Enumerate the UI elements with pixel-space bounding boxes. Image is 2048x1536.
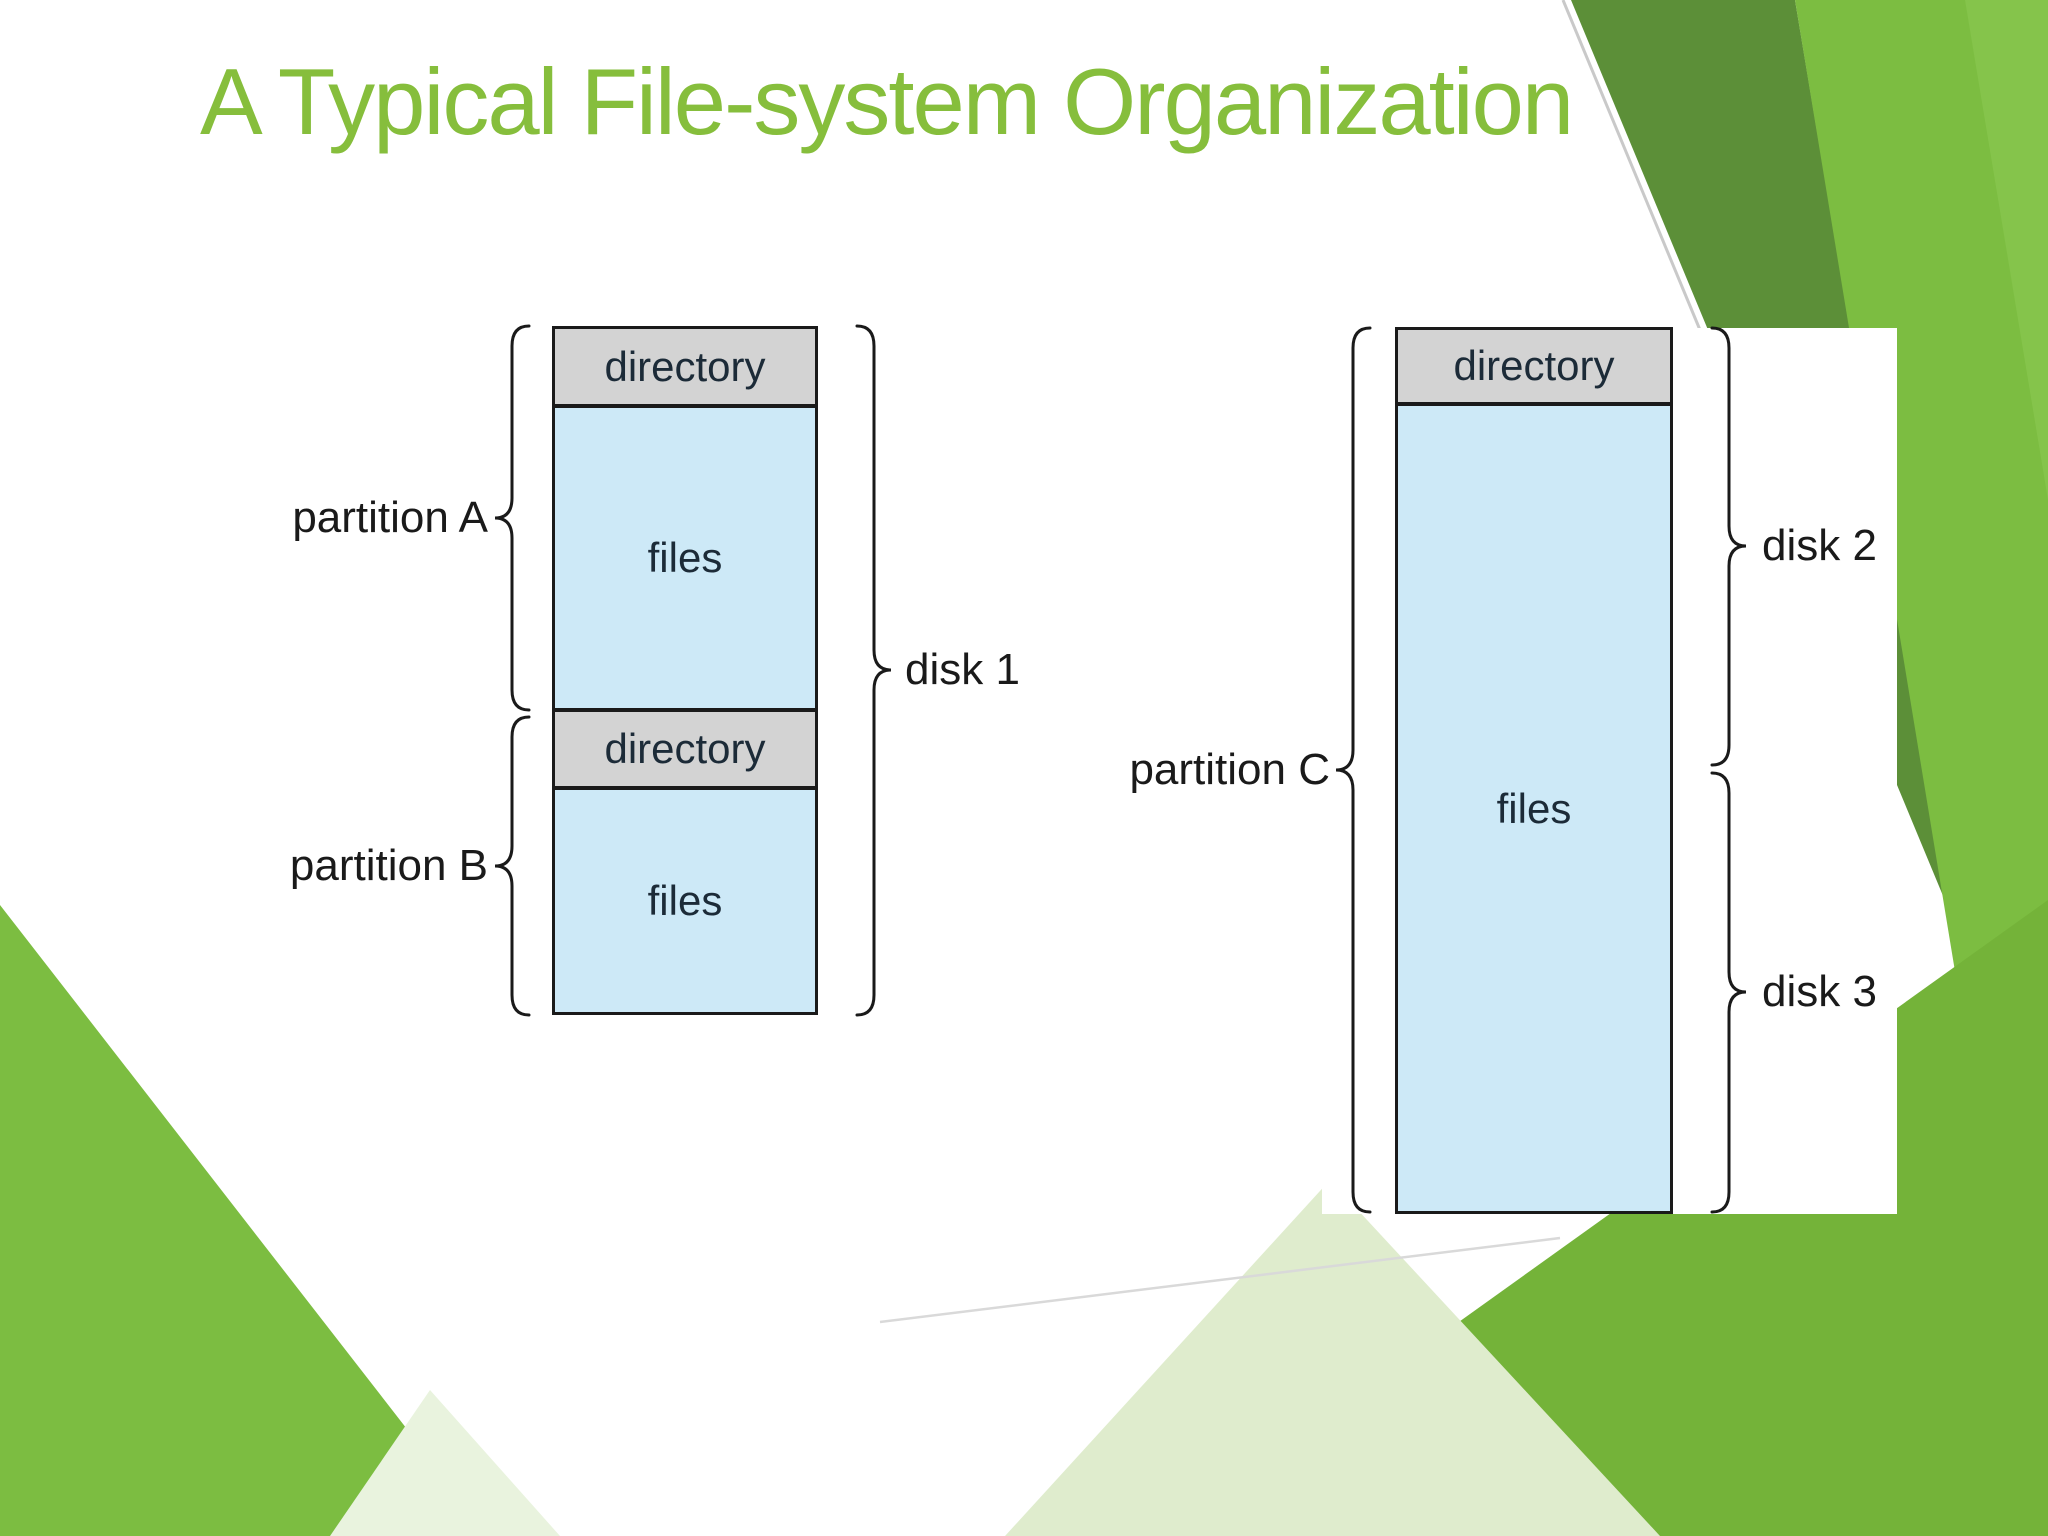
partition-a-directory-box: directory xyxy=(552,326,818,407)
files-box-text: files xyxy=(647,877,723,924)
disk-3-label: disk 3 xyxy=(1762,967,1877,1016)
partition-b-files-box: files xyxy=(552,787,818,1015)
files-box-text: files xyxy=(647,534,723,581)
disk-2-label: disk 2 xyxy=(1762,521,1877,570)
partition-a-label: partition A xyxy=(292,493,488,542)
directory-box-text: directory xyxy=(604,725,766,772)
facet-pale-wedge xyxy=(1005,1180,1660,1536)
partition-b-directory-box: directory xyxy=(552,709,818,789)
facet-light-green-corner xyxy=(1965,0,2048,500)
directory-box-text: directory xyxy=(1453,342,1615,389)
facet-bottom-left-triangle xyxy=(0,905,490,1536)
seam-line-bottom xyxy=(879,1236,1561,1324)
partition-a-files-box: files xyxy=(552,405,818,711)
partition-b-label: partition B xyxy=(289,841,488,890)
directory-box-text: directory xyxy=(604,342,766,390)
seam-line-top-right xyxy=(1561,0,1702,331)
partition-c-files-box: files xyxy=(1395,403,1673,1214)
files-box-text: files xyxy=(1496,784,1572,832)
facet-bottom-left-sliver xyxy=(330,1390,560,1536)
partition-c-directory-box: directory xyxy=(1395,327,1673,405)
disk-1-label: disk 1 xyxy=(905,645,1020,694)
partition-c-label: partition C xyxy=(1129,745,1330,794)
slide-title: A Typical File-system Organization xyxy=(200,49,1574,154)
